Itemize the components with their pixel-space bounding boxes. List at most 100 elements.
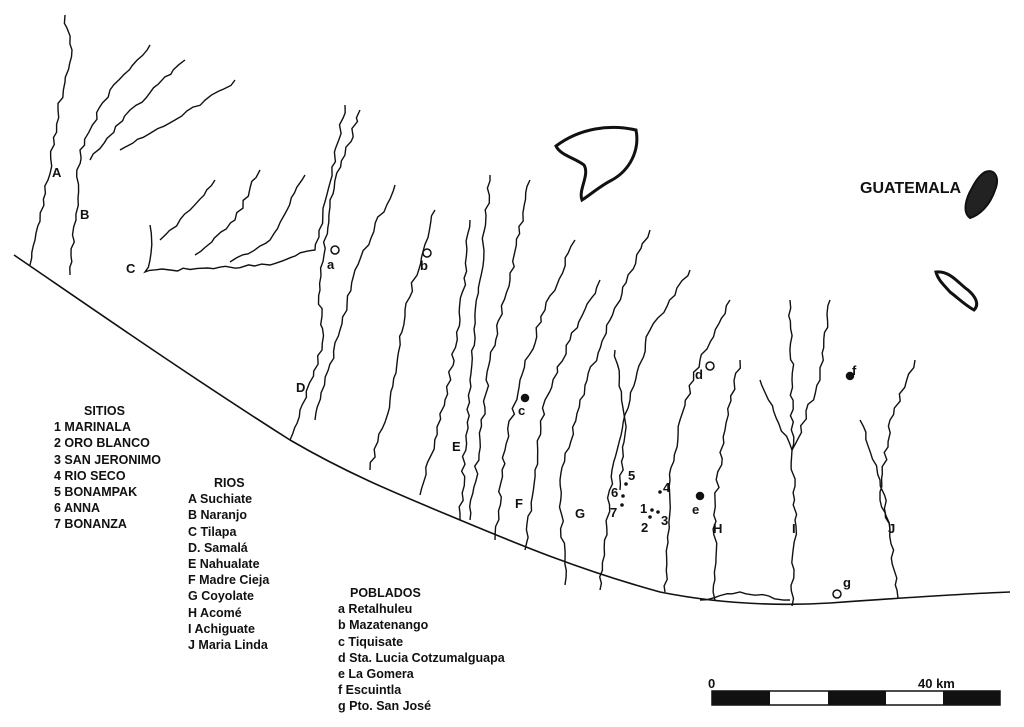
river xyxy=(289,109,361,441)
legend-item: J Maria Linda xyxy=(188,638,268,653)
river xyxy=(699,591,791,601)
river xyxy=(69,44,151,276)
river-label-J: J xyxy=(888,521,896,536)
site-marker xyxy=(656,510,660,514)
river xyxy=(759,379,793,451)
town-label-f: f xyxy=(852,363,857,378)
rivers xyxy=(29,14,916,607)
river-label-D: D xyxy=(296,380,306,395)
river xyxy=(29,14,73,266)
legend-item: D. Samalá xyxy=(188,540,248,555)
river xyxy=(458,175,491,520)
legend-item: c Tiquisate xyxy=(338,634,404,649)
site-marker xyxy=(658,490,662,494)
legend-item: I Achiguate xyxy=(188,621,255,636)
legend-item: A Suchiate xyxy=(188,492,253,507)
legend-item: g Pto. San José xyxy=(338,699,432,714)
scale-start-label: 0 xyxy=(708,676,716,691)
site-label-5: 5 xyxy=(628,468,636,483)
legend-item: a Retalhuleu xyxy=(338,602,413,617)
river xyxy=(598,269,691,591)
legend-item: 4 RIO SECO xyxy=(54,468,126,483)
town-label-b: b xyxy=(420,258,428,273)
river xyxy=(419,219,471,496)
site-marker xyxy=(650,508,654,512)
town-marker xyxy=(422,248,432,258)
town-marker xyxy=(695,491,705,501)
lake-atitlan xyxy=(554,125,639,203)
river xyxy=(663,299,731,593)
town-label-e: e xyxy=(692,502,700,517)
river xyxy=(159,179,216,241)
legend-item: 3 SAN JERONIMO xyxy=(54,452,161,467)
guatemala-inset-icon xyxy=(964,170,998,220)
legend-item: e La Gomera xyxy=(338,667,414,682)
legend-item: C Tilapa xyxy=(188,524,237,539)
town-label-d: d xyxy=(695,367,703,382)
poblados-legend: POBLADOS a Retalhuleu b Mazatenango c Ti… xyxy=(338,585,505,715)
site-label-7: 7 xyxy=(610,505,618,520)
legend-item: H Acomé xyxy=(188,605,242,620)
site-label-6: 6 xyxy=(611,485,619,500)
scale-bar xyxy=(711,690,1001,706)
site-markers xyxy=(330,245,855,599)
legend-item: 1 MARINALA xyxy=(54,420,132,435)
river xyxy=(229,174,306,263)
town-marker xyxy=(330,245,340,255)
town-marker xyxy=(520,393,530,403)
town-label-g: g xyxy=(843,575,851,590)
site-marker xyxy=(621,494,625,498)
town-marker xyxy=(705,361,715,371)
legend-item: 6 ANNA xyxy=(54,501,101,516)
poblados-title: POBLADOS xyxy=(350,586,421,600)
river-label-I: I xyxy=(792,521,796,536)
legend-item: d Sta. Lucia Cotzumalguapa xyxy=(338,650,505,665)
river xyxy=(524,279,601,551)
river xyxy=(143,104,346,274)
rios-legend: RIOS A Suchiate B Naranjo C Tilapa D. Sa… xyxy=(188,475,269,653)
legend-item: 5 BONAMPAK xyxy=(54,485,138,500)
legend-item: E Nahualate xyxy=(188,557,260,572)
legend-item: 2 ORO BLANCO xyxy=(54,436,150,451)
legend-item: b Mazatenango xyxy=(338,618,429,633)
river-label-E: E xyxy=(452,439,461,454)
river xyxy=(712,359,742,601)
country-label: GUATEMALA xyxy=(860,180,962,197)
river xyxy=(494,239,576,541)
town-label-a: a xyxy=(327,257,335,272)
site-label-4: 4 xyxy=(663,480,671,495)
site-label-2: 2 xyxy=(641,520,649,535)
legend-item: F Madre Cieja xyxy=(188,573,270,588)
site-label-3: 3 xyxy=(661,513,669,528)
coastline xyxy=(13,254,1011,606)
sitios-title: SITIOS xyxy=(84,404,125,418)
river xyxy=(314,184,396,421)
river xyxy=(194,169,261,256)
legend-item: G Coyolate xyxy=(188,589,254,604)
river-label-B: B xyxy=(80,207,90,222)
site-label-1: 1 xyxy=(640,501,648,516)
river xyxy=(119,79,236,151)
rios-title: RIOS xyxy=(214,476,245,490)
site-marker xyxy=(624,482,628,486)
river xyxy=(558,229,651,586)
river-label-C: C xyxy=(126,261,136,276)
legend-item: f Escuintla xyxy=(338,683,402,698)
river xyxy=(89,59,186,161)
river-label-F: F xyxy=(515,496,523,511)
sitios-legend: SITIOS 1 MARINALA 2 ORO BLANCO 3 SAN JER… xyxy=(54,403,161,533)
legend-item: B Naranjo xyxy=(188,508,248,523)
scale-end-label: 40 km xyxy=(918,676,955,691)
site-marker xyxy=(620,503,624,507)
river xyxy=(468,179,531,521)
town-marker xyxy=(832,589,842,599)
river-label-H: H xyxy=(713,521,723,536)
river xyxy=(791,299,831,451)
river xyxy=(613,349,627,491)
site-marker xyxy=(648,515,652,519)
river-label-A: A xyxy=(52,165,62,180)
river xyxy=(879,359,916,531)
river xyxy=(787,299,798,607)
region-inset-icon xyxy=(934,270,979,312)
